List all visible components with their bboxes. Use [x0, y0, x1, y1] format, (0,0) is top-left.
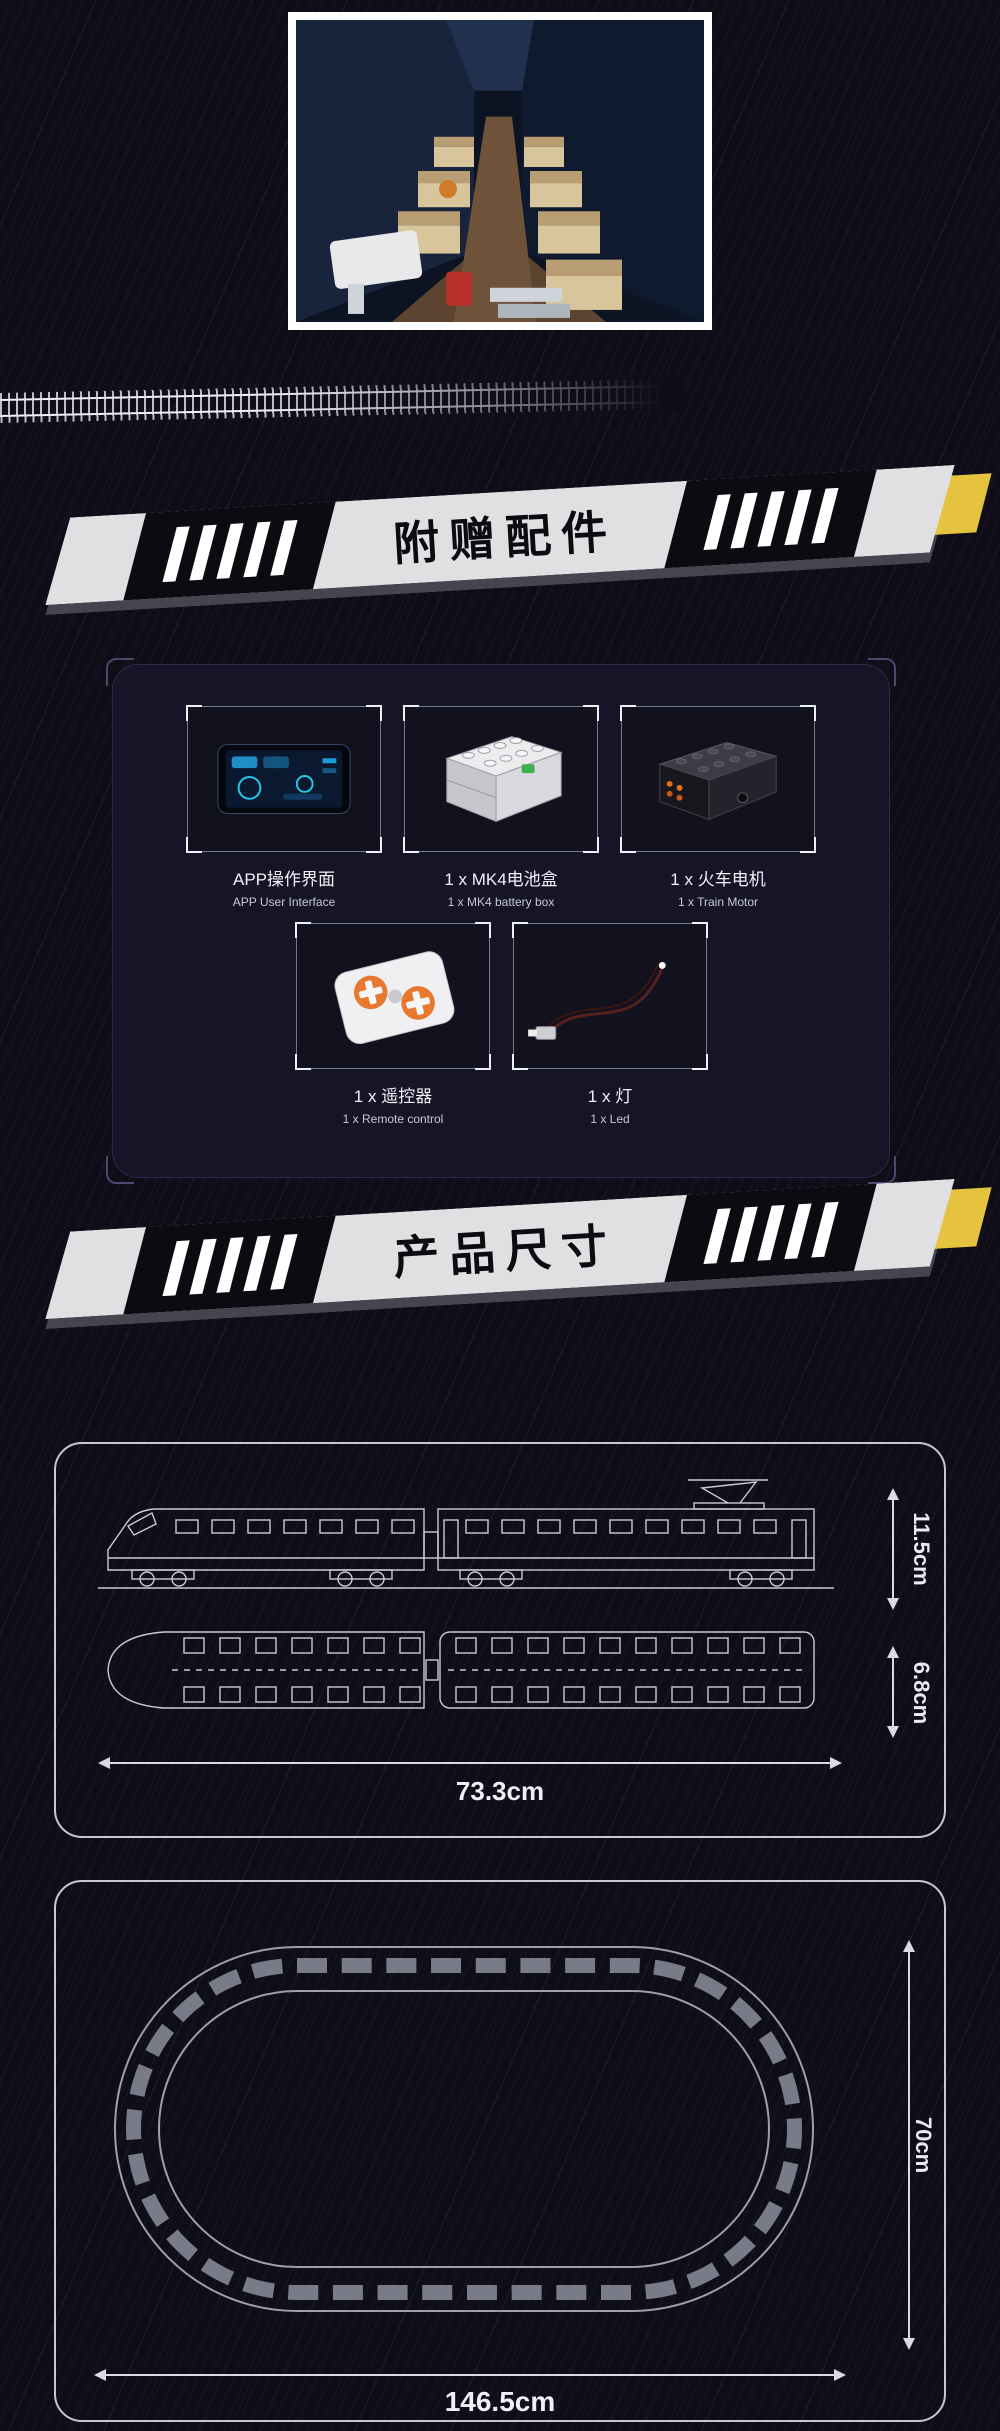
accessory-frame	[620, 705, 816, 853]
frame-tick	[295, 922, 311, 938]
section-banner-accessories: 附赠配件	[0, 476, 1000, 606]
accessory-label-en: 1 x Train Motor	[677, 895, 759, 909]
accessory-label-cn: 1 x 火车电机	[670, 870, 766, 889]
slash-mark	[730, 1207, 757, 1263]
dim-label-train-height-top: 11.5cm	[909, 1512, 934, 1586]
slash-mark	[270, 1234, 297, 1290]
dim-label-train-height-bottom: 6.8cm	[909, 1661, 934, 1725]
slash-mark	[757, 1205, 784, 1261]
frame-tick	[186, 837, 202, 853]
accessory-label-cn: 1 x 遥控器	[353, 1087, 433, 1106]
slash-mark	[216, 523, 243, 579]
dim-label-track-length: 146.5cm	[444, 2386, 556, 2417]
accessory-card-battery: 1 x MK4电池盒 1 x MK4 battery box	[403, 705, 599, 909]
slash-group-left	[123, 1216, 335, 1315]
train-interior-art	[296, 20, 704, 322]
frame-tick	[512, 1054, 528, 1070]
slash-mark	[811, 488, 838, 544]
frame-tick	[512, 922, 528, 938]
accessory-label-cn: APP操作界面	[232, 870, 336, 889]
train-interior-photo	[288, 12, 712, 330]
slash-mark	[811, 1202, 838, 1258]
accessory-card-remote: 1 x 遥控器 1 x Remote control	[295, 922, 491, 1126]
section-title-size: 产品尺寸	[391, 1219, 619, 1285]
slash-mark	[784, 1203, 811, 1259]
frame-tick	[583, 837, 599, 853]
slash-mark	[162, 1240, 189, 1296]
slash-mark	[784, 489, 811, 545]
frame-tick	[403, 705, 419, 721]
frame-tick	[692, 1054, 708, 1070]
slash-mark	[270, 520, 297, 576]
dim-arrow-track-length	[94, 2369, 846, 2381]
frame-tick	[366, 705, 382, 721]
frame-tick	[800, 837, 816, 853]
frame-tick	[692, 922, 708, 938]
slash-mark	[243, 1236, 270, 1292]
slash-group-right	[664, 470, 876, 569]
slash-mark	[757, 491, 784, 547]
frame-tick	[583, 705, 599, 721]
panel-corner	[106, 1156, 134, 1184]
train-dimensions-box: 11.5cm 6.8cm 73.3cm	[54, 1442, 946, 1838]
section-banner-size: 产品尺寸	[0, 1190, 1000, 1320]
frame-tick	[800, 705, 816, 721]
dim-arrow-train-height-bottom	[887, 1646, 899, 1738]
dim-arrow-train-length	[98, 1757, 842, 1769]
frame-tick	[620, 705, 636, 721]
accessories-panel: APP操作界面 APP User Interface	[106, 658, 896, 1184]
slash-group-right	[664, 1184, 876, 1283]
accessory-label-en: APP User Interface	[232, 895, 336, 909]
slash-mark	[730, 493, 757, 549]
slash-mark	[162, 526, 189, 582]
dim-label-train-length: 73.3cm	[455, 1776, 545, 1806]
slash-mark	[189, 525, 216, 581]
accessory-label-en: 1 x MK4 battery box	[447, 895, 555, 909]
remote-control-image	[334, 951, 455, 1045]
slash-mark	[189, 1239, 216, 1295]
dim-arrow-train-height-top	[887, 1488, 899, 1610]
frame-tick	[475, 1054, 491, 1070]
slash-group-left	[123, 502, 335, 601]
panel-corner	[868, 1156, 896, 1184]
accessory-card-motor: 1 x 火车电机 1 x Train Motor	[620, 705, 816, 909]
accessory-label-cn: 1 x MK4电池盒	[444, 870, 558, 889]
accessory-label-cn: 1 x 灯	[587, 1087, 633, 1106]
dim-arrow-track-height	[903, 1940, 915, 2350]
frame-tick	[620, 837, 636, 853]
accessory-frame	[512, 922, 708, 1070]
led-light-image	[528, 961, 666, 1040]
frame-tick	[366, 837, 382, 853]
slash-mark	[703, 494, 730, 550]
track-loop-drawing	[114, 1946, 814, 2312]
panel-corner	[868, 658, 896, 686]
track-inner-rail	[158, 1990, 770, 2268]
railroad-track-divider	[0, 375, 686, 427]
section-title-accessories: 附赠配件	[391, 505, 619, 571]
battery-box-image	[445, 736, 563, 823]
slash-mark	[216, 1237, 243, 1293]
track-outer-rail	[114, 1946, 814, 2312]
accessory-card-led: 1 x 灯 1 x Led	[512, 922, 708, 1126]
rail-fade	[0, 375, 686, 427]
accessory-frame	[186, 705, 382, 853]
train-motor-image	[658, 741, 778, 821]
app-interface-image	[217, 743, 351, 815]
accessory-frame	[295, 922, 491, 1070]
accessory-frame	[403, 705, 599, 853]
frame-tick	[475, 922, 491, 938]
train-line-drawing	[98, 1479, 834, 1709]
track-dimensions-box: 70cm 146.5cm	[54, 1880, 946, 2422]
dim-label-track-height: 70cm	[911, 2116, 936, 2174]
slash-mark	[703, 1208, 730, 1264]
accessory-label-en: 1 x Led	[590, 1112, 630, 1126]
accessory-label-en: 1 x Remote control	[342, 1112, 444, 1126]
frame-tick	[295, 1054, 311, 1070]
frame-tick	[186, 705, 202, 721]
frame-tick	[403, 837, 419, 853]
accessory-card-app: APP操作界面 APP User Interface	[186, 705, 382, 909]
slash-mark	[243, 522, 270, 578]
panel-corner	[106, 658, 134, 686]
